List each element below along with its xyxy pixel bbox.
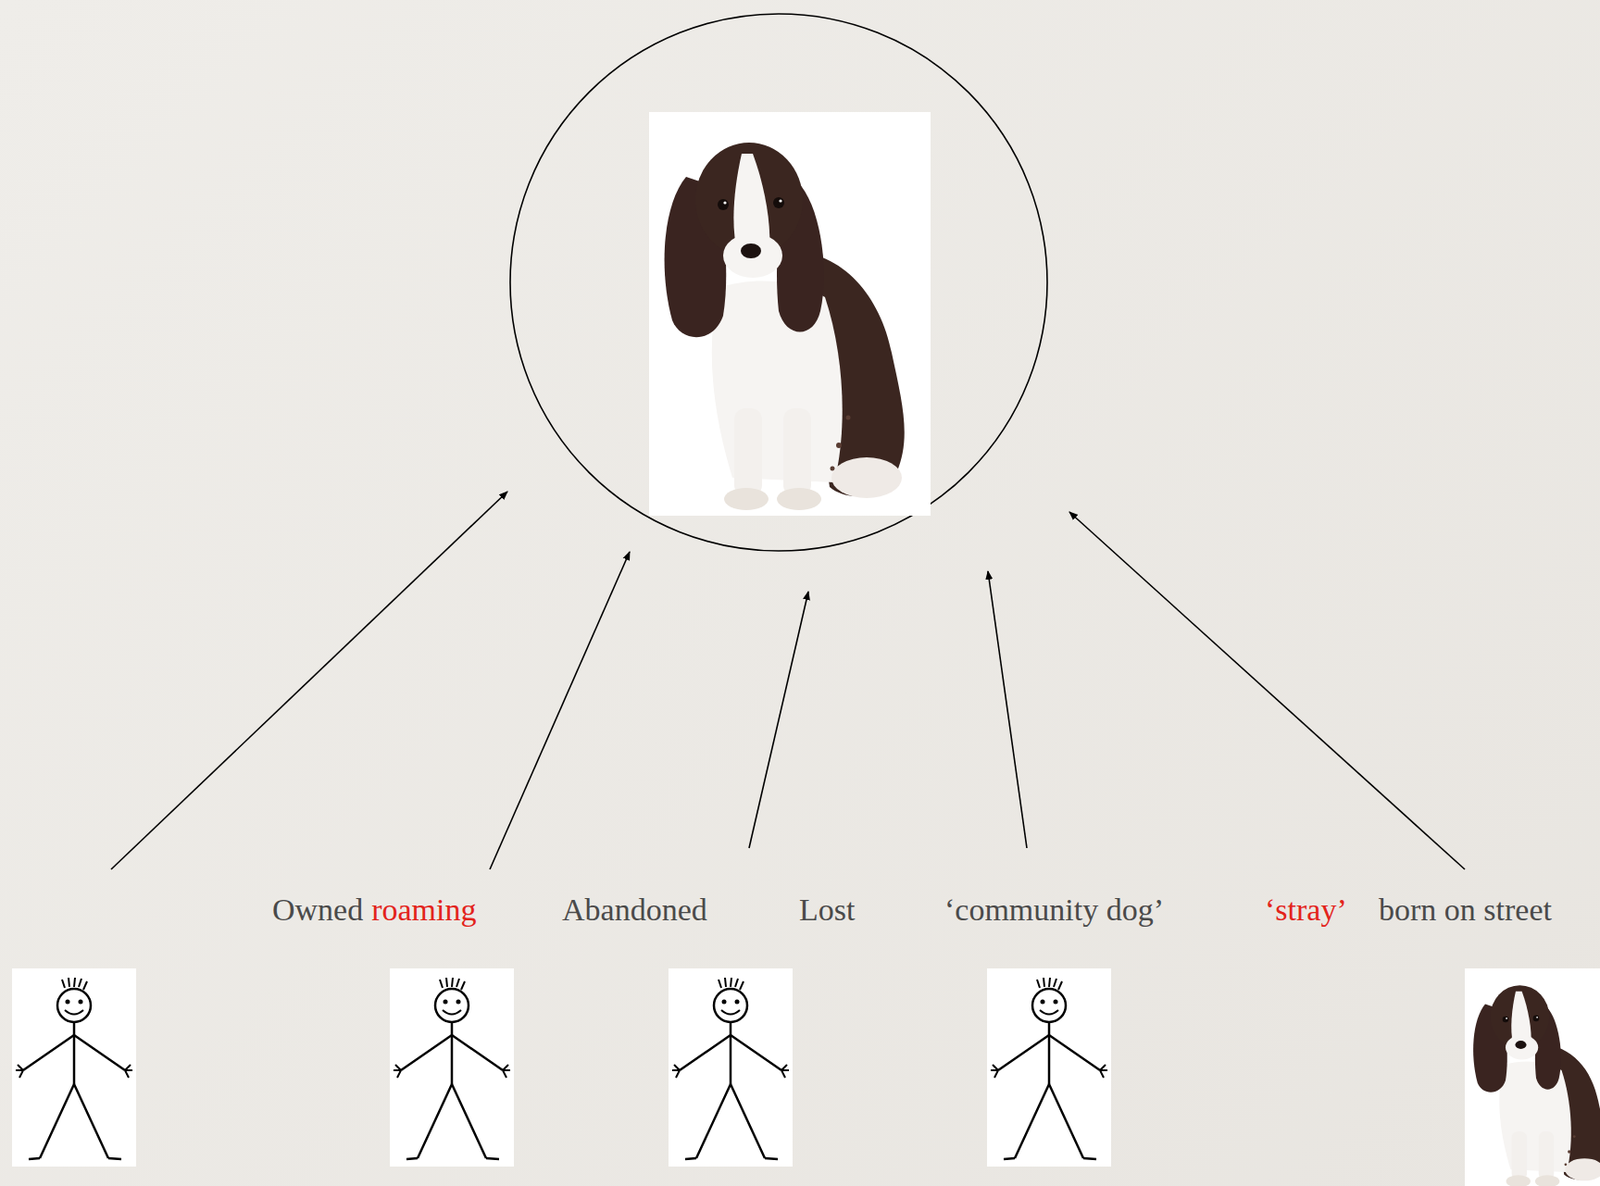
arrow	[1069, 512, 1465, 870]
focus-circle	[510, 13, 1048, 551]
arrows	[111, 491, 1465, 870]
arrow	[987, 571, 1027, 849]
stick-figure	[12, 968, 137, 1167]
arrow	[489, 551, 630, 870]
dog-photo	[649, 112, 931, 516]
stick-figure	[668, 968, 793, 1167]
category-label: Owned	[272, 894, 363, 926]
category-label: roaming	[371, 894, 476, 926]
category-label: ‘stray’	[1264, 894, 1348, 926]
category-label: born on street	[1378, 894, 1552, 926]
category-label: ‘community dog’	[944, 894, 1164, 926]
dog-photo-small	[1464, 968, 1600, 1186]
category-label: Lost	[799, 894, 855, 926]
stick-figure	[987, 968, 1112, 1167]
arrow	[749, 591, 809, 849]
stick-figure	[389, 968, 514, 1167]
arrow	[111, 491, 508, 870]
category-label: Abandoned	[562, 894, 708, 926]
